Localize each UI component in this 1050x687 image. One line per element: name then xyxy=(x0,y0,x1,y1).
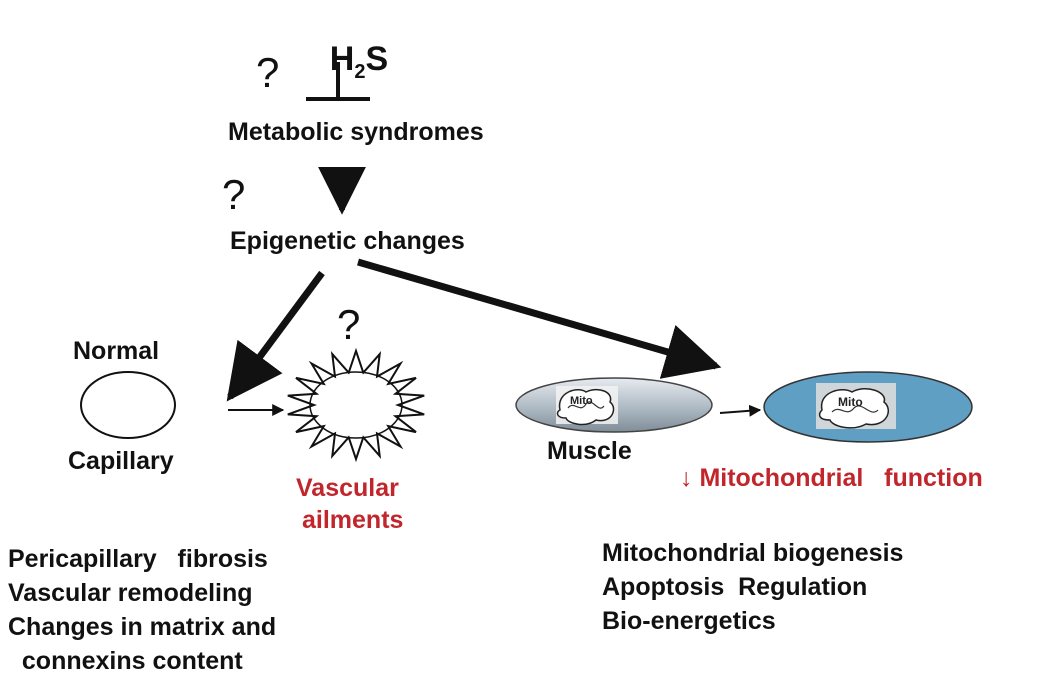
vascular-ailments-line2: ailments xyxy=(302,506,404,534)
normal-capillary-shape xyxy=(80,371,176,439)
dysfunctional-cell: Mito xyxy=(763,371,973,443)
epigenetic-changes-label: Epigenetic changes xyxy=(230,227,465,255)
damaged-capillary-shape xyxy=(287,347,425,463)
dysfunction-mito-label: Mito xyxy=(838,395,863,409)
muscle-mito-label: Mito xyxy=(570,395,593,407)
question-mark-vascular: ? xyxy=(337,301,361,348)
question-mark-inhibition: ? xyxy=(256,49,280,96)
capillary-label: Capillary xyxy=(68,447,174,475)
mitochondrial-effect-item: Mitochondrial biogenesis xyxy=(602,539,904,567)
h2s-label: H2S xyxy=(329,40,389,83)
arrow-epigenetic-to-capillary xyxy=(226,270,325,402)
question-mark-epigenetic: ? xyxy=(222,171,246,218)
vascular-effect-item: connexins content xyxy=(8,647,243,675)
muscle-label: Muscle xyxy=(547,437,632,465)
arrow-epigenetic-to-mitochondria xyxy=(357,258,722,379)
vascular-effect-item: Changes in matrix and xyxy=(8,613,277,641)
mitochondrial-effect-item: Bio-energetics xyxy=(602,607,776,635)
metabolic-syndromes-label: Metabolic syndromes xyxy=(228,118,484,146)
arrow-muscle-to-dysfunction xyxy=(719,404,762,417)
vascular-ailments-line1: Vascular xyxy=(296,474,399,502)
mitochondrial-function-label: ↓ Mitochondrial function xyxy=(680,464,983,492)
vascular-effect-item: Vascular remodeling xyxy=(8,579,253,607)
muscle-cell: Mito xyxy=(515,377,713,433)
mitochondrial-effect-item: Apoptosis Regulation xyxy=(602,573,868,601)
vascular-effect-item: Pericapillary fibrosis xyxy=(8,545,268,573)
normal-label: Normal xyxy=(73,337,160,365)
